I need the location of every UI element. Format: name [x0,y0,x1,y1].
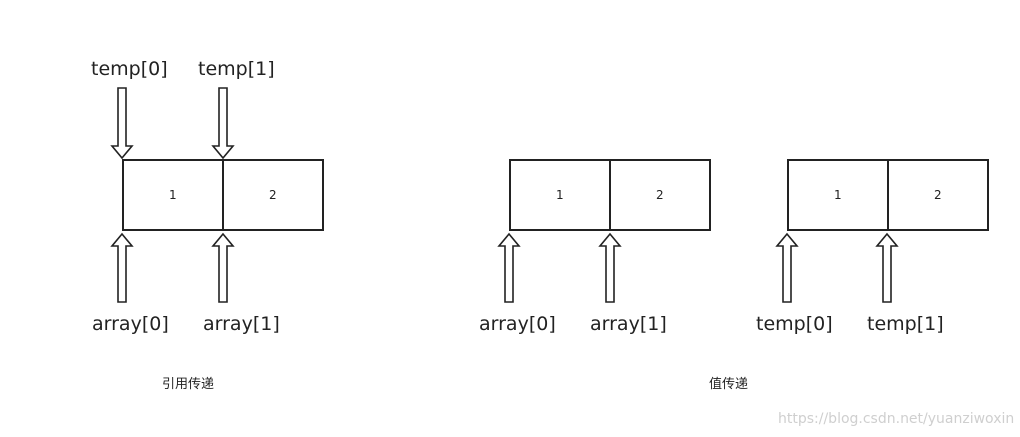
val-bottom-label-1: array[1] [590,313,667,335]
ref-top-label-1: temp[1] [198,58,275,80]
ref-cell-value-0: 1 [169,188,177,202]
up-arrow-icon [497,232,521,303]
ref-bottom-label-1: array[1] [203,313,280,335]
temp-cell-1 [887,159,989,231]
val-array-box [509,159,711,231]
ref-cell-value-1: 2 [269,188,277,202]
ref-caption: 引用传递 [162,377,215,392]
val-cell-1 [609,159,711,231]
down-arrow-icon [211,87,235,160]
ref-cell-1 [222,159,324,231]
up-arrow-icon [211,232,235,303]
ref-bottom-label-0: array[0] [92,313,169,335]
up-arrow-icon [598,232,622,303]
temp-bottom-label-0: temp[0] [756,313,833,335]
val-bottom-label-0: array[0] [479,313,556,335]
temp-cell-value-0: 1 [834,188,842,202]
temp-cell-value-1: 2 [934,188,942,202]
up-arrow-icon [875,232,899,303]
val-caption: 值传递 [709,377,749,392]
up-arrow-icon [775,232,799,303]
watermark: https://blog.csdn.net/yuanziwoxin [778,411,1015,427]
ref-top-label-0: temp[0] [91,58,168,80]
down-arrow-icon [110,87,134,160]
val-cell-value-1: 2 [656,188,664,202]
up-arrow-icon [110,232,134,303]
val-cell-value-0: 1 [556,188,564,202]
temp-array-box [787,159,989,231]
temp-bottom-label-1: temp[1] [867,313,944,335]
ref-array-box [122,159,324,231]
